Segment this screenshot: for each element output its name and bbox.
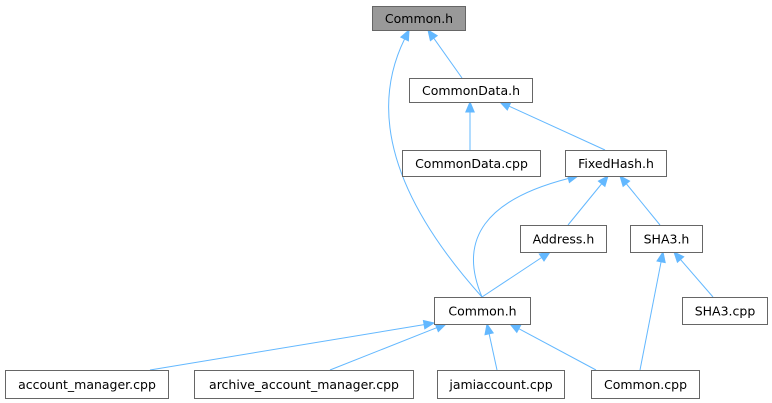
node-jamiaccount-cpp[interactable]: jamiaccount.cpp (437, 370, 565, 399)
node-box[interactable] (437, 370, 565, 399)
node-label: Common.h (385, 11, 453, 26)
node-label: account_manager.cpp (18, 377, 156, 392)
edge-sha3_cpp-to-sha3_h (673, 251, 714, 298)
node-label: Address.h (533, 232, 595, 247)
node-label: Common.h (448, 304, 516, 319)
edge-line (680, 259, 714, 298)
edge-line (567, 183, 603, 226)
node-address-h[interactable]: Address.h (520, 225, 607, 253)
arrowhead-icon (465, 100, 475, 113)
node-label: SHA3.cpp (695, 304, 756, 319)
node-common-h-mid[interactable]: Common.h (434, 297, 531, 325)
node-common-cpp[interactable]: Common.cpp (591, 370, 700, 399)
edge-commondata_cpp-to-commondata_h (465, 100, 475, 150)
edge-line (473, 177, 569, 298)
node-box[interactable] (372, 6, 466, 31)
node-commondata-h[interactable]: CommonData.h (409, 78, 533, 103)
arrowhead-icon (427, 28, 439, 42)
edge-line (433, 37, 463, 79)
node-common-h-root[interactable]: Common.h (372, 6, 466, 31)
node-box[interactable] (409, 78, 533, 103)
edge-commondata_h-to-common_h_root (427, 28, 463, 79)
arrowhead-icon (498, 101, 512, 111)
edge-common_h_mid-to-address_h (481, 251, 552, 298)
node-box[interactable] (591, 370, 700, 399)
node-box[interactable] (194, 370, 414, 399)
node-label: jamiaccount.cpp (448, 377, 552, 392)
node-label: CommonData.cpp (415, 156, 528, 171)
node-sha3-h[interactable]: SHA3.h (630, 225, 703, 253)
edge-common_h_mid-to-common_h_root (388, 28, 483, 298)
edge-address_h-to-fixedhash_h (567, 174, 609, 226)
edge-line (329, 327, 437, 371)
arrowhead-icon (399, 28, 410, 42)
node-box[interactable] (682, 297, 768, 325)
arrowhead-icon (484, 322, 495, 336)
edge-fixedhash_h-to-commondata_h (498, 101, 606, 151)
node-label: Common.cpp (604, 377, 687, 392)
edge-line (639, 261, 662, 371)
edge-common_cpp-to-sha3_h (639, 250, 666, 371)
arrowhead-icon (597, 174, 609, 188)
edge-line (508, 105, 606, 151)
edge-line (518, 328, 597, 371)
node-box[interactable] (630, 225, 703, 253)
node-label: archive_account_manager.cpp (209, 377, 399, 392)
edge-sha3_h-to-fixedhash_h (619, 174, 661, 226)
edge-jamiaccount_cpp-to-common_h_mid (484, 322, 498, 371)
arrowhead-icon (538, 251, 552, 262)
node-box[interactable] (520, 225, 607, 253)
node-label: SHA3.h (644, 232, 690, 247)
node-commondata-cpp[interactable]: CommonData.cpp (402, 150, 541, 177)
node-box[interactable] (402, 150, 541, 177)
edge-account_manager_cpp-to-common_h_mid (149, 319, 436, 371)
node-label: FixedHash.h (578, 156, 654, 171)
arrowhead-icon (508, 323, 522, 334)
node-box[interactable] (565, 150, 667, 177)
arrowhead-icon (619, 174, 631, 188)
node-fixedhash-h[interactable]: FixedHash.h (565, 150, 667, 177)
edge-line (149, 324, 425, 371)
node-archive-account-manager-cpp[interactable]: archive_account_manager.cpp (194, 370, 414, 399)
node-label: CommonData.h (422, 83, 520, 98)
node-sha3-cpp[interactable]: SHA3.cpp (682, 297, 768, 325)
graph-edges (149, 28, 714, 371)
node-box[interactable] (434, 297, 531, 325)
arrowhead-icon (422, 319, 436, 330)
node-box[interactable] (5, 370, 169, 399)
edge-line (625, 183, 661, 226)
edge-line (388, 38, 483, 298)
edge-common_cpp-to-common_h_mid (508, 323, 597, 371)
edge-line (481, 257, 542, 298)
edge-line (488, 333, 498, 371)
node-account-manager-cpp[interactable]: account_manager.cpp (5, 370, 169, 399)
arrowhead-icon (673, 251, 685, 264)
arrowhead-icon (656, 250, 666, 264)
